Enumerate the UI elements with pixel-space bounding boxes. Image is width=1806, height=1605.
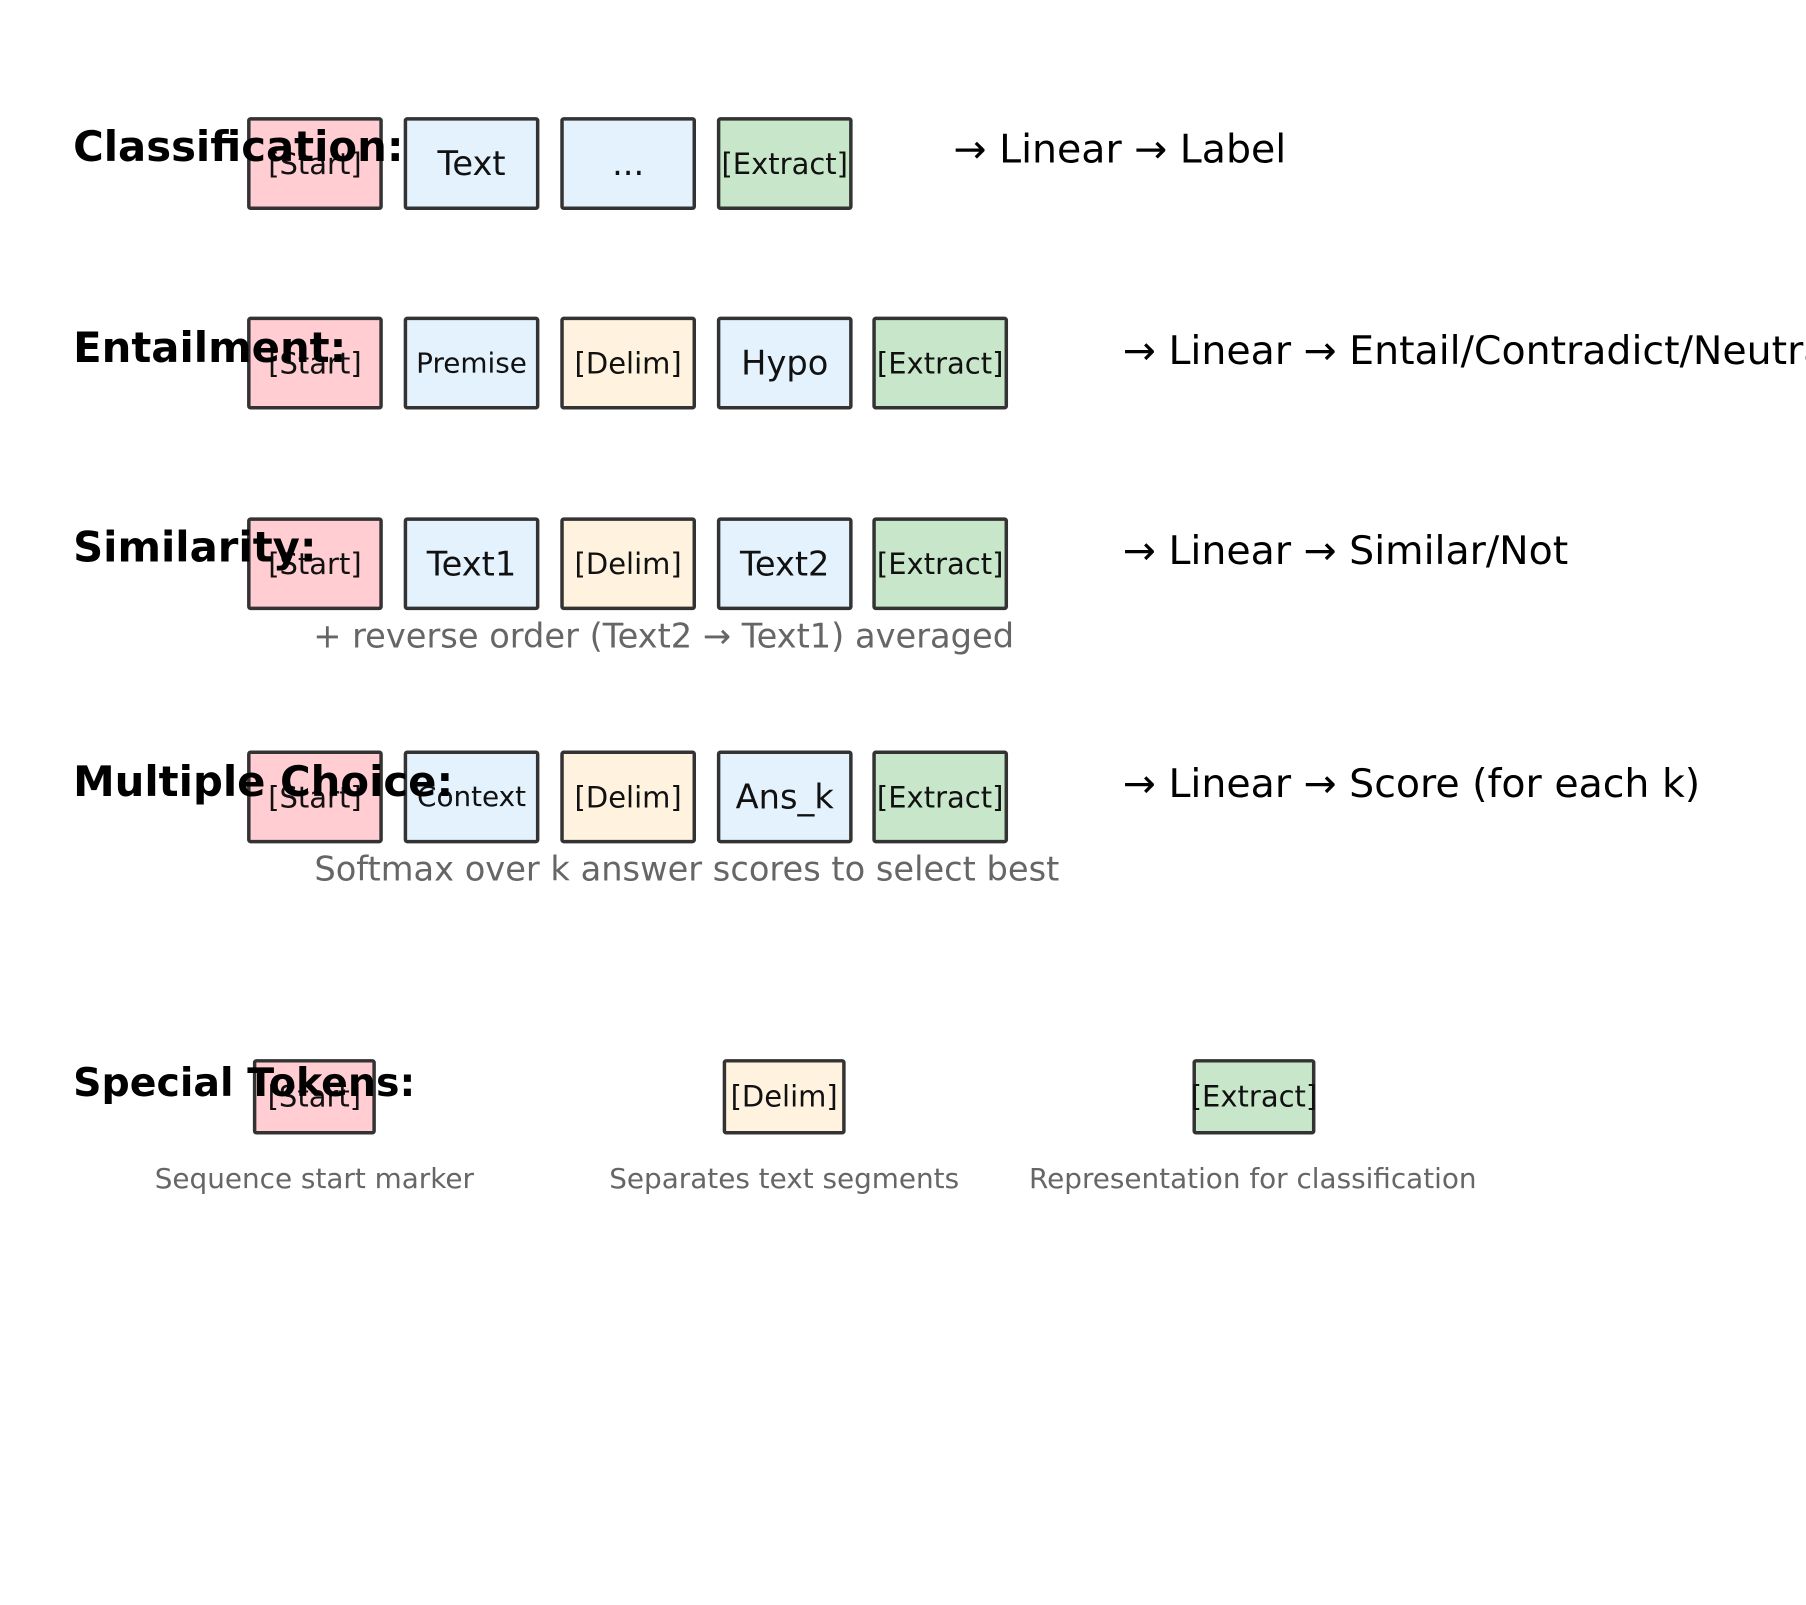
multiple-choice-title: Multiple Choice:	[73, 758, 454, 807]
similarity-delim-token: [Delim]	[560, 517, 696, 611]
multiple-choice-context-token: Context	[403, 750, 540, 844]
classification-start-token: [Start]	[247, 117, 383, 210]
multiple-choice-start-token: [Start]	[247, 750, 383, 844]
multiple-choice-extract-token: [Extract]	[872, 750, 1009, 844]
entailment-start-token: [Start]	[247, 316, 383, 410]
entailment-hypo-token: Hypo	[716, 316, 853, 410]
legend-start-description: Sequence start marker	[154, 1162, 474, 1195]
similarity-title: Similarity:	[73, 524, 317, 572]
classification-output: → Linear → Label	[953, 126, 1287, 173]
legend-extract-description: Representation for classification	[1029, 1162, 1477, 1195]
entailment-delim-token: [Delim]	[560, 316, 696, 410]
legend-extract-token: [Extract]	[1191, 1059, 1317, 1135]
classification-title: Classification:	[73, 124, 404, 172]
entailment-extract-token: [Extract]	[872, 316, 1009, 410]
multiple-choice-note: Softmax over k answer scores to select b…	[314, 849, 1060, 889]
similarity-extract-token: [Extract]	[872, 517, 1009, 611]
similarity-start-token: [Start]	[247, 517, 383, 611]
classification-text-token: Text	[403, 117, 540, 210]
similarity-output: → Linear → Similar/Not	[1122, 527, 1569, 575]
special-tokens-title: Special Tokens:	[73, 1060, 416, 1107]
multiple-choice-output: → Linear → Score (for each k)	[1122, 760, 1701, 808]
legend-start-token: [Start]	[252, 1059, 376, 1135]
legend-delim-token: [Delim]	[722, 1059, 846, 1135]
entailment-output: → Linear → Entail/Contradict/Neutral	[1122, 328, 1806, 375]
similarity-text2-token: Text2	[716, 517, 853, 611]
entailment-premise-token: Premise	[403, 316, 540, 410]
multiple-choice-delim-token: [Delim]	[560, 750, 696, 844]
similarity-note: + reverse order (Text2 → Text1) averaged	[313, 615, 1015, 656]
multiple-choice-answer-token: Ans_k	[716, 750, 853, 844]
classification-extract-token: [Extract]	[716, 117, 853, 210]
similarity-text1-token: Text1	[403, 517, 540, 611]
entailment-title: Entailment:	[73, 324, 347, 373]
classification-ellipsis-token: ...	[560, 117, 696, 210]
legend-delim-description: Separates text segments	[609, 1162, 960, 1195]
